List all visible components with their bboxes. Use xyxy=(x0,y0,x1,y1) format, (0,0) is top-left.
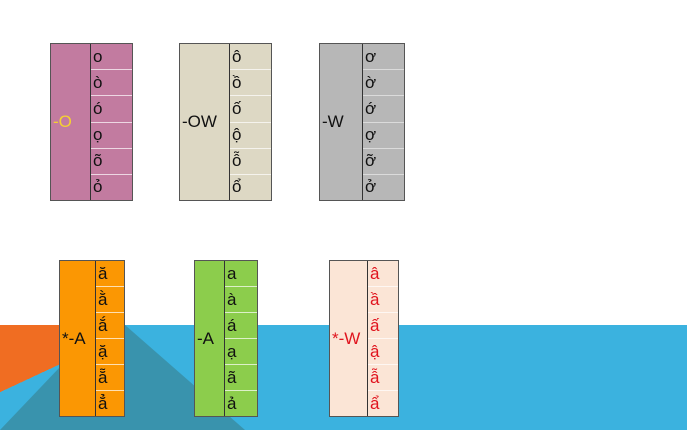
letter-cell: ò xyxy=(91,70,132,97)
letter-cell: ó xyxy=(91,96,132,123)
block-label: *-W xyxy=(330,261,368,416)
letter-cell: ộ xyxy=(230,123,271,149)
letter-cell: ọ xyxy=(91,123,132,149)
block-label: -W xyxy=(320,44,363,200)
letter-cell: ằ xyxy=(96,287,124,313)
letter-cell: ỡ xyxy=(363,149,404,175)
letter-cell: ợ xyxy=(363,123,404,149)
letter-cell: ổ xyxy=(232,177,242,197)
vowel-block-o: -O o ò ó ọ õ ỏ xyxy=(50,43,133,201)
letter-cell: ã xyxy=(225,365,257,391)
letter-cell: ẵ xyxy=(96,365,124,391)
letter-cell: à xyxy=(225,287,257,313)
vowel-block-ow: -OW ô ồ ố ộ ỗ ổ xyxy=(179,43,272,201)
letter-cell: â xyxy=(368,261,398,287)
letter-cell: ạ xyxy=(225,339,257,365)
letter-cell: ẫ xyxy=(368,365,398,391)
vowel-block-star-a: *-A ă ằ ắ ặ ẵ ẳ xyxy=(59,260,125,417)
letter-cell: ầ xyxy=(368,287,398,313)
letter-cell: ẩ xyxy=(370,393,380,413)
letter-cell: ồ xyxy=(230,70,271,97)
letter-cell: õ xyxy=(91,149,132,175)
letter-cell: ỗ xyxy=(230,149,271,175)
block-label: -OW xyxy=(180,44,230,200)
block-label: -O xyxy=(51,44,91,200)
vowel-block-star-w: *-W â ầ ấ ậ ẫ ẩ xyxy=(329,260,399,417)
letter-cell: ấ xyxy=(368,313,398,339)
letter-cell: ở xyxy=(365,177,377,197)
letter-cell: ắ xyxy=(96,313,124,339)
letter-cell: o xyxy=(91,44,132,71)
letter-cell: ơ xyxy=(363,44,404,71)
vowel-block-a: -A a à á ạ ã ả xyxy=(194,260,258,417)
letter-cell: ỏ xyxy=(93,177,103,197)
letter-cell: ẳ xyxy=(98,393,108,413)
letter-cell: ờ xyxy=(363,70,404,97)
letter-cell: á xyxy=(225,313,257,339)
letter-cell: ậ xyxy=(368,339,398,365)
letter-cell: ả xyxy=(227,393,237,413)
letter-cell: ă xyxy=(96,261,124,287)
letter-cell: a xyxy=(225,261,257,287)
letter-cell: ố xyxy=(230,96,271,123)
block-label: *-A xyxy=(60,261,96,416)
block-label: -A xyxy=(195,261,225,416)
vowel-block-w: -W ơ ờ ớ ợ ỡ ở xyxy=(319,43,405,201)
letter-cell: ớ xyxy=(363,96,404,123)
letter-cell: ô xyxy=(230,44,271,71)
letter-cell: ặ xyxy=(96,339,124,365)
